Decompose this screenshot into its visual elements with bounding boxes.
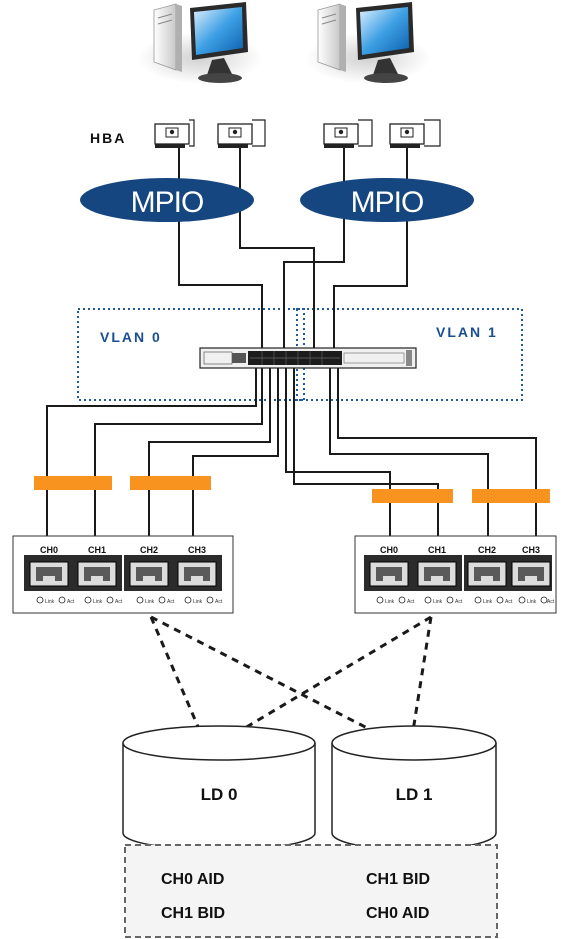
ethernet-switch bbox=[199, 347, 417, 369]
trunk-bar-1 bbox=[34, 476, 112, 490]
vlan-0-label: VLAN 0 bbox=[100, 329, 162, 345]
hba-card-4 bbox=[389, 119, 441, 148]
ld-0-label: LD 0 bbox=[201, 785, 238, 804]
storage-cables bbox=[46, 366, 537, 560]
hba-label: HBA bbox=[90, 130, 126, 146]
led-link-label: Link bbox=[193, 599, 203, 605]
ld0-mapping-2: CH1 BID bbox=[161, 905, 225, 922]
host-computer-1 bbox=[138, 2, 262, 84]
led-act-label: Act bbox=[115, 599, 123, 605]
controller-b-ch2-label: CH2 bbox=[478, 545, 496, 555]
led-link-label: Link bbox=[483, 599, 493, 605]
led-act-label: Act bbox=[67, 599, 75, 605]
led-link-label: Link bbox=[385, 599, 395, 605]
hba-card-1 bbox=[154, 119, 195, 148]
controller-a-ch3-label: CH3 bbox=[188, 545, 206, 555]
controller-b-ch0-label: CH0 bbox=[380, 545, 398, 555]
hba-card-3 bbox=[323, 119, 373, 148]
mpio-label-1: MPIO bbox=[131, 186, 204, 219]
led-act-label: Act bbox=[407, 599, 415, 605]
led-act-label: Act bbox=[215, 599, 223, 605]
controller-b-ch1-label: CH1 bbox=[428, 545, 446, 555]
led-act-label: Act bbox=[547, 599, 555, 605]
hba-card-2 bbox=[217, 119, 266, 148]
led-act-label: Act bbox=[167, 599, 175, 605]
mpio-label-2: MPIO bbox=[351, 186, 424, 219]
host-computer-2 bbox=[306, 2, 430, 84]
ld-1-label: LD 1 bbox=[396, 785, 433, 804]
logical-drive-1 bbox=[331, 725, 497, 851]
controller-a-ch2-label: CH2 bbox=[140, 545, 158, 555]
controller-a-ch0-label: CH0 bbox=[40, 545, 58, 555]
led-link-label: Link bbox=[93, 599, 103, 605]
trunk-bar-2 bbox=[130, 476, 211, 490]
controller-b-ch3-label: CH3 bbox=[522, 545, 540, 555]
ld1-mapping-2: CH0 AID bbox=[366, 905, 429, 922]
controller-a bbox=[12, 535, 234, 614]
controller-a-ch1-label: CH1 bbox=[88, 545, 106, 555]
ld1-mapping-1: CH1 BID bbox=[366, 871, 430, 888]
ld0-mapping-1: CH0 AID bbox=[161, 871, 224, 888]
controller-a-port-leds bbox=[36, 596, 214, 604]
led-act-label: Act bbox=[505, 599, 513, 605]
mpio-ellipse-2 bbox=[300, 178, 474, 222]
led-link-label: Link bbox=[145, 599, 155, 605]
led-link-label: Link bbox=[527, 599, 537, 605]
id-mapping-box bbox=[124, 844, 498, 938]
controller-b bbox=[354, 535, 557, 614]
mpio-ellipse-1 bbox=[80, 178, 254, 222]
led-link-label: Link bbox=[433, 599, 443, 605]
led-link-label: Link bbox=[45, 599, 55, 605]
trunk-bar-4 bbox=[472, 489, 550, 503]
controller-b-port-leds bbox=[376, 596, 548, 604]
led-act-label: Act bbox=[455, 599, 463, 605]
vlan-1-label: VLAN 1 bbox=[436, 324, 498, 340]
logical-drive-0 bbox=[122, 725, 316, 851]
trunk-bar-3 bbox=[372, 489, 453, 503]
